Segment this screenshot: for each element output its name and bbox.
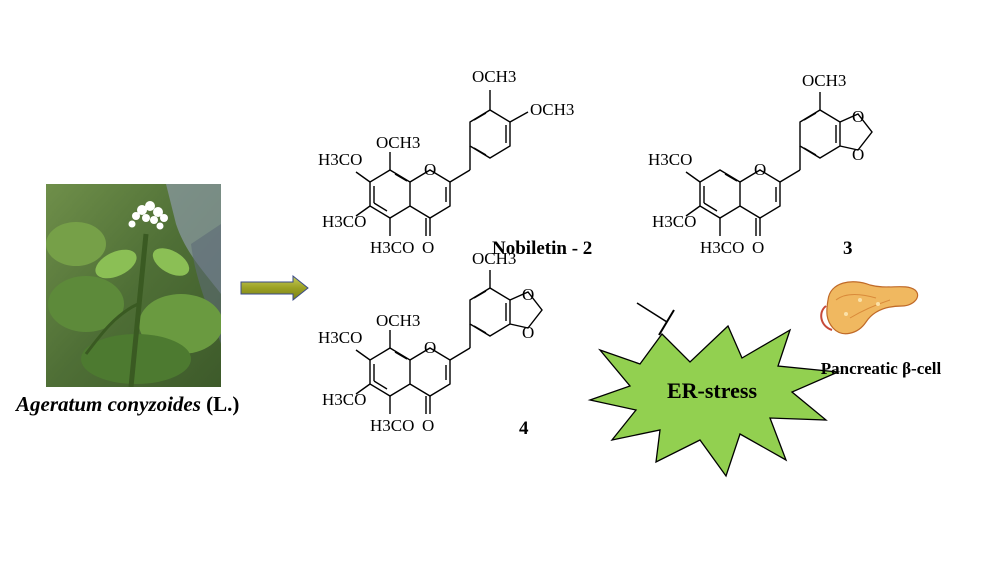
compound4-dioxole-o2: O xyxy=(522,323,534,342)
compound4-och3-8: OCH3 xyxy=(376,311,420,330)
nobiletin-h3co-top: H3CO xyxy=(318,150,362,169)
species-authority: (L.) xyxy=(206,392,240,416)
compound3-h3co-mid: H3CO xyxy=(652,212,696,231)
compound4-h3co-mid: H3CO xyxy=(322,390,366,409)
nobiletin-carbonyl-o: O xyxy=(422,238,434,257)
nobiletin-ring-o: O xyxy=(424,160,436,179)
nobiletin-structure xyxy=(355,90,529,236)
nobiletin-och3-4p: OCH3 xyxy=(530,100,574,119)
compound3-dioxole-o2: O xyxy=(852,145,864,164)
compound3-och3: OCH3 xyxy=(802,71,846,90)
compound3-ring-o: O xyxy=(754,160,766,179)
compound3-label: 3 xyxy=(843,238,853,259)
pancreas-icon xyxy=(820,281,919,335)
species-name: Ageratum conyzoides xyxy=(16,392,201,416)
compound3-structure xyxy=(685,92,873,236)
compound3-carbonyl-o: O xyxy=(752,238,764,257)
species-caption: Ageratum conyzoides (L.) xyxy=(16,392,276,417)
nobiletin-h3co-bot: H3CO xyxy=(370,238,414,257)
right-arrow-icon xyxy=(240,274,309,302)
compound4-h3co-bot: H3CO xyxy=(370,416,414,435)
compound4-carbonyl-o: O xyxy=(422,416,434,435)
compound4-structure xyxy=(355,270,543,414)
er-stress-burst-icon xyxy=(587,324,841,478)
plant-photo xyxy=(46,184,221,387)
compound4-och3: OCH3 xyxy=(472,249,516,268)
er-stress-label: ER-stress xyxy=(667,378,757,403)
compound3-h3co-bot: H3CO xyxy=(700,238,744,257)
nobiletin-h3co-mid: H3CO xyxy=(322,212,366,231)
compound4-label: 4 xyxy=(519,418,529,439)
compound4-h3co-top: H3CO xyxy=(318,328,362,347)
nobiletin-label: Nobiletin - 2 xyxy=(492,238,592,259)
compound4-ring-o: O xyxy=(424,338,436,357)
nobiletin-och3-8: OCH3 xyxy=(376,133,420,152)
nobiletin-och3-3p: OCH3 xyxy=(472,67,516,86)
compound4-dioxole-o1: O xyxy=(522,285,534,304)
target-label: Pancreatic β-cell xyxy=(821,359,942,378)
compound3-h3co-top: H3CO xyxy=(648,150,692,169)
inhibition-tbar-icon xyxy=(636,302,675,336)
compound3-dioxole-o1: O xyxy=(852,107,864,126)
